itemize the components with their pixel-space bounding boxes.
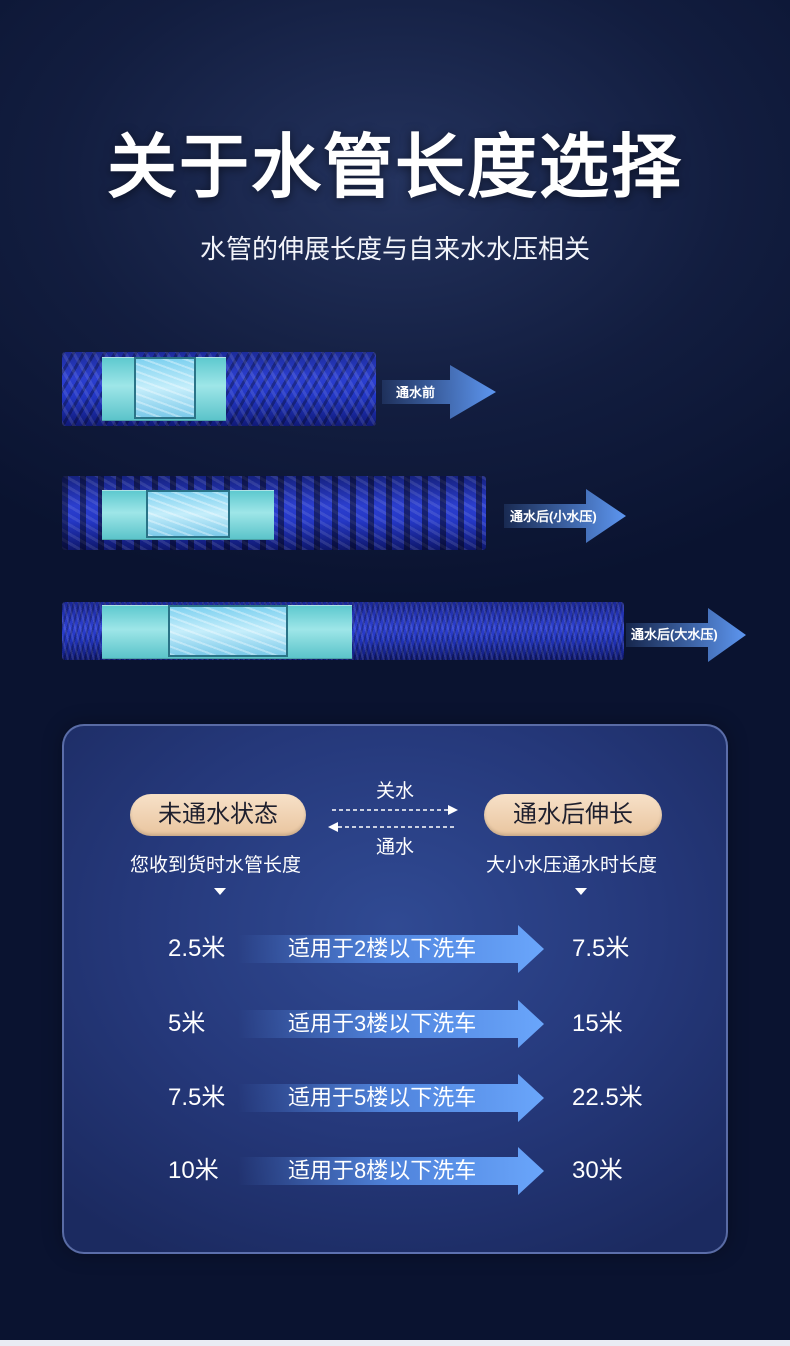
arrow-right-icon [382, 365, 496, 419]
length-comparison-panel: 未通水状态 通水后伸长 关水 通水 您收到货时水管长度 大小水压通水时长度 2.… [62, 724, 728, 1254]
water-block [134, 357, 196, 419]
usage-text: 适用于5楼以下洗车 [288, 1085, 477, 1110]
arrow-right-icon [626, 608, 746, 662]
hose-before-water [62, 352, 376, 426]
label-water-on: 通水 [376, 837, 415, 858]
caption-received-length: 您收到货时水管长度 [130, 855, 302, 876]
dashed-arrow-right-icon [332, 805, 458, 815]
length-after: 30米 [572, 1157, 623, 1184]
hose-high-pressure [62, 602, 624, 660]
caption-extended-length: 大小水压通水时长度 [486, 855, 658, 876]
length-before: 2.5米 [168, 935, 226, 962]
length-after: 15米 [572, 1010, 623, 1037]
arrow-right-icon [238, 1074, 544, 1122]
hose-label-low-pressure: 通水后(小水压) [510, 509, 597, 524]
label-water-off: 关水 [376, 781, 415, 802]
hose-label-high-pressure: 通水后(大水压) [631, 627, 718, 642]
hose-label-before: 通水前 [396, 385, 436, 400]
hose-low-pressure [62, 476, 486, 550]
page-subtitle: 水管的伸展长度与自来水水压相关 [199, 234, 590, 264]
page-title: 关于水管长度选择 [107, 128, 683, 206]
pill-before: 未通水状态 [130, 794, 306, 836]
triangle-down-icon [214, 888, 226, 895]
usage-text: 适用于8楼以下洗车 [288, 1158, 477, 1183]
arrow-right-icon [504, 489, 626, 543]
water-block [146, 490, 230, 538]
dashed-arrow-left-icon [328, 822, 454, 832]
length-after: 22.5米 [572, 1084, 643, 1111]
triangle-down-icon [575, 888, 587, 895]
usage-text: 适用于3楼以下洗车 [288, 1011, 477, 1036]
length-before: 10米 [168, 1157, 219, 1184]
length-before: 5米 [168, 1010, 206, 1037]
arrow-right-icon [238, 1147, 544, 1195]
pill-after: 通水后伸长 [484, 794, 662, 836]
arrow-right-icon [238, 1000, 544, 1048]
water-block [168, 605, 288, 657]
usage-text: 适用于2楼以下洗车 [288, 936, 477, 961]
bottom-divider [0, 1340, 790, 1346]
arrow-right-icon [238, 925, 544, 973]
length-before: 7.5米 [168, 1084, 226, 1111]
length-after: 7.5米 [572, 935, 630, 962]
